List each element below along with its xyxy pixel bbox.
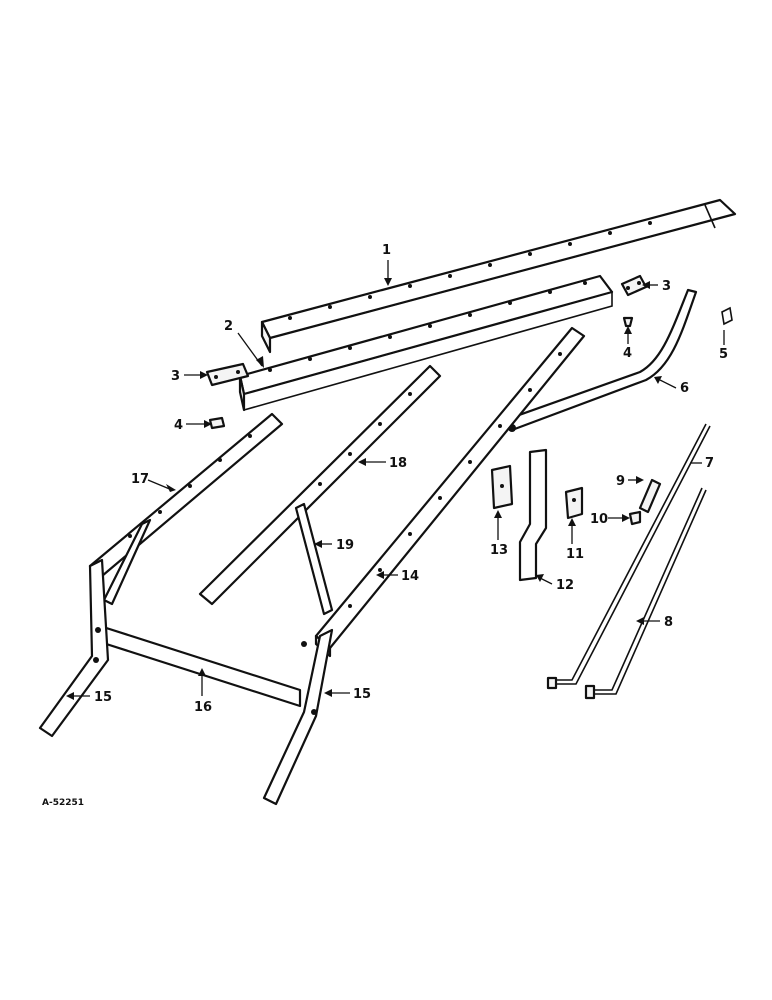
callout-9: 9 [616, 474, 625, 489]
callout-11: 11 [566, 547, 584, 562]
part-1-upper-rail [260, 198, 737, 354]
part-9-turnbuckle [638, 478, 662, 514]
callout-8: 8 [664, 615, 673, 630]
callout-18: 18 [389, 456, 407, 471]
callout-1: 1 [382, 243, 391, 258]
callout-19: 19 [336, 538, 354, 553]
part-8-rod [584, 487, 707, 700]
callout-13: 13 [490, 543, 508, 558]
part-4-bolt-left [208, 416, 226, 430]
part-15-leg-right [262, 628, 334, 806]
callout-4a: 4 [174, 418, 183, 433]
part-4-bolt-right [622, 316, 634, 328]
callout-5: 5 [719, 347, 728, 362]
callout-15b: 15 [353, 687, 371, 702]
callout-labels: 1 2 3 3 4 4 5 6 7 8 9 10 11 12 13 14 15 … [94, 243, 728, 715]
part-18-middle-rail [198, 364, 442, 606]
callout-2: 2 [224, 319, 233, 334]
part-2-lower-rail [238, 274, 614, 412]
callout-17: 17 [131, 472, 149, 487]
drawing-code: A-52251 [42, 798, 84, 808]
part-3-clamp-plate-right [620, 274, 648, 297]
part-5-small-piece [721, 306, 733, 326]
part-12-bent-post [518, 448, 548, 582]
part-13-bracket [490, 464, 514, 510]
callout-14: 14 [401, 569, 419, 584]
callout-7: 7 [705, 456, 714, 471]
part-7-rod [546, 423, 711, 690]
part-3-clamp-plate-left [205, 362, 250, 387]
leader-lines [66, 260, 725, 700]
callout-12: 12 [556, 578, 574, 593]
callout-6: 6 [680, 381, 689, 396]
part-16-cross-tube [93, 623, 302, 708]
callout-15a: 15 [94, 690, 112, 705]
part-10-bolt [628, 510, 642, 526]
part-15-leg-left [38, 558, 110, 738]
callout-3b: 3 [662, 279, 671, 294]
callout-4b: 4 [623, 346, 632, 361]
callout-3a: 3 [171, 369, 180, 384]
part-11-bracket [564, 486, 584, 520]
callout-10: 10 [590, 512, 608, 527]
callout-16: 16 [194, 700, 212, 715]
part-19-braces [102, 502, 334, 616]
